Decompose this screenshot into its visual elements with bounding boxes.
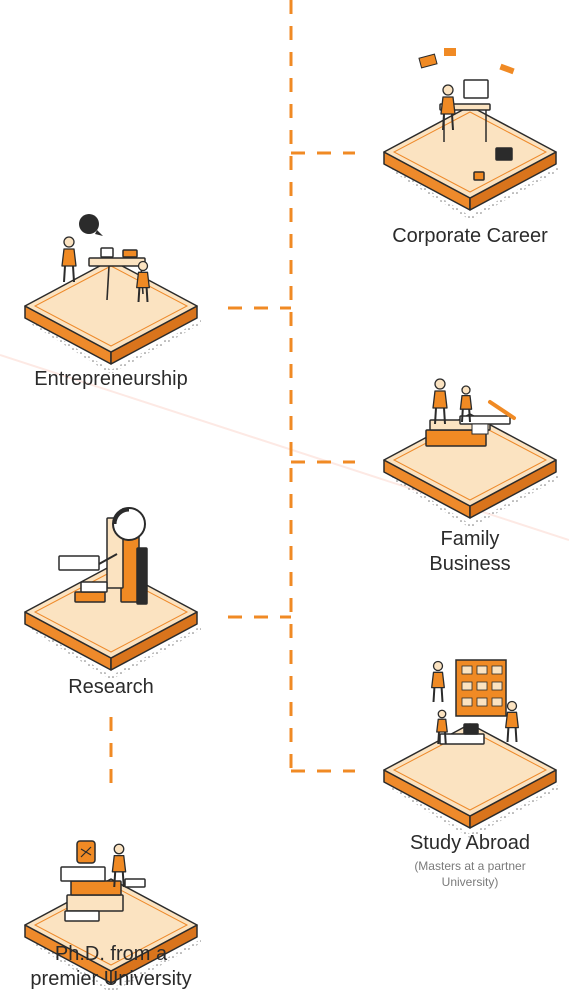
entrepreneurship-label: Entrepreneurship [1, 367, 221, 392]
classroom-board-illustration [383, 659, 560, 838]
research-title-line: Research [68, 676, 154, 698]
office-desk-illustration [383, 48, 560, 220]
connector-lines [109, 0, 355, 785]
phd-title-line: Ph.D. from a [54, 943, 168, 965]
corporate-career-label: Corporate Career [360, 224, 569, 249]
study-abroad-label: Study Abroad [360, 831, 569, 856]
corporate-career-title-line: Corporate Career [392, 225, 548, 247]
family-business-title-line: Family [440, 528, 500, 550]
phd-label: Ph.D. from a premier University [1, 942, 221, 992]
family-business-title-line: Business [429, 553, 511, 575]
scholar-reading-illustration [24, 840, 201, 993]
magnifier-books-illustration [24, 507, 201, 680]
research-label: Research [1, 675, 221, 700]
entrepreneurship-title-line: Entrepreneurship [34, 368, 188, 390]
study-abroad-subtitle-line: (Masters at a partner [414, 859, 526, 873]
team-meeting-illustration [24, 214, 201, 374]
phd-title-line: premier University [30, 968, 192, 990]
family-office-illustration [383, 378, 560, 528]
study-abroad-title-line: Study Abroad [409, 832, 531, 854]
study-abroad-subtitle-line: University) [441, 875, 499, 889]
